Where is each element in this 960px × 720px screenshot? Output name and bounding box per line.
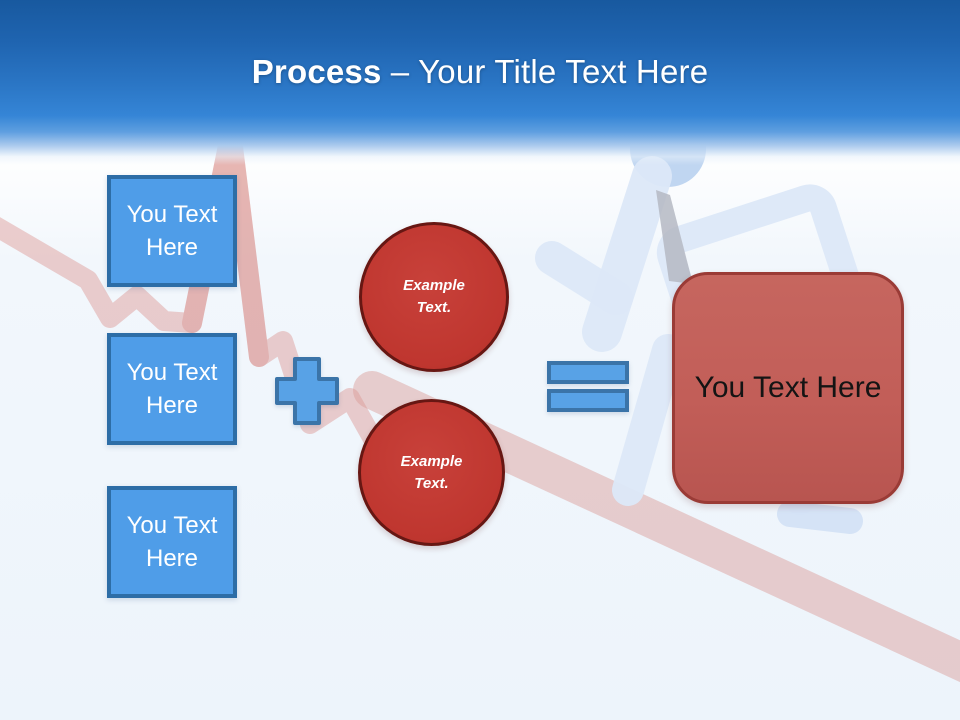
input-box-2-label: You Text Here	[126, 359, 218, 419]
runner-foot	[777, 501, 863, 534]
input-box-1[interactable]: You Text Here	[107, 175, 237, 287]
example-circle-1-label: Example Text.	[403, 277, 465, 316]
title-banner: Process– Your Title Text Here	[0, 0, 960, 165]
runner-tie	[656, 190, 693, 284]
plus-icon[interactable]	[274, 356, 340, 426]
example-circle-1[interactable]: Example Text.	[359, 222, 509, 372]
equals-icon[interactable]	[546, 360, 630, 414]
slide-title[interactable]: Process– Your Title Text Here	[0, 52, 960, 92]
example-circle-2[interactable]: Example Text.	[358, 399, 505, 546]
runner-arm	[535, 241, 633, 315]
result-box[interactable]: You Text Here	[672, 272, 904, 504]
input-box-3-label: You Text Here	[126, 512, 218, 572]
input-box-1-label: You Text Here	[126, 201, 218, 261]
slide-title-bold-text: Process	[251, 53, 382, 90]
input-box-3[interactable]: You Text Here	[107, 486, 237, 598]
result-box-label: You Text Here	[694, 371, 882, 404]
slide-title-rest-text: – Your Title Text Here	[390, 53, 709, 90]
input-box-2[interactable]: You Text Here	[107, 333, 237, 445]
example-circle-2-label: Example Text.	[400, 452, 463, 492]
runner-rear-leg	[612, 334, 684, 506]
